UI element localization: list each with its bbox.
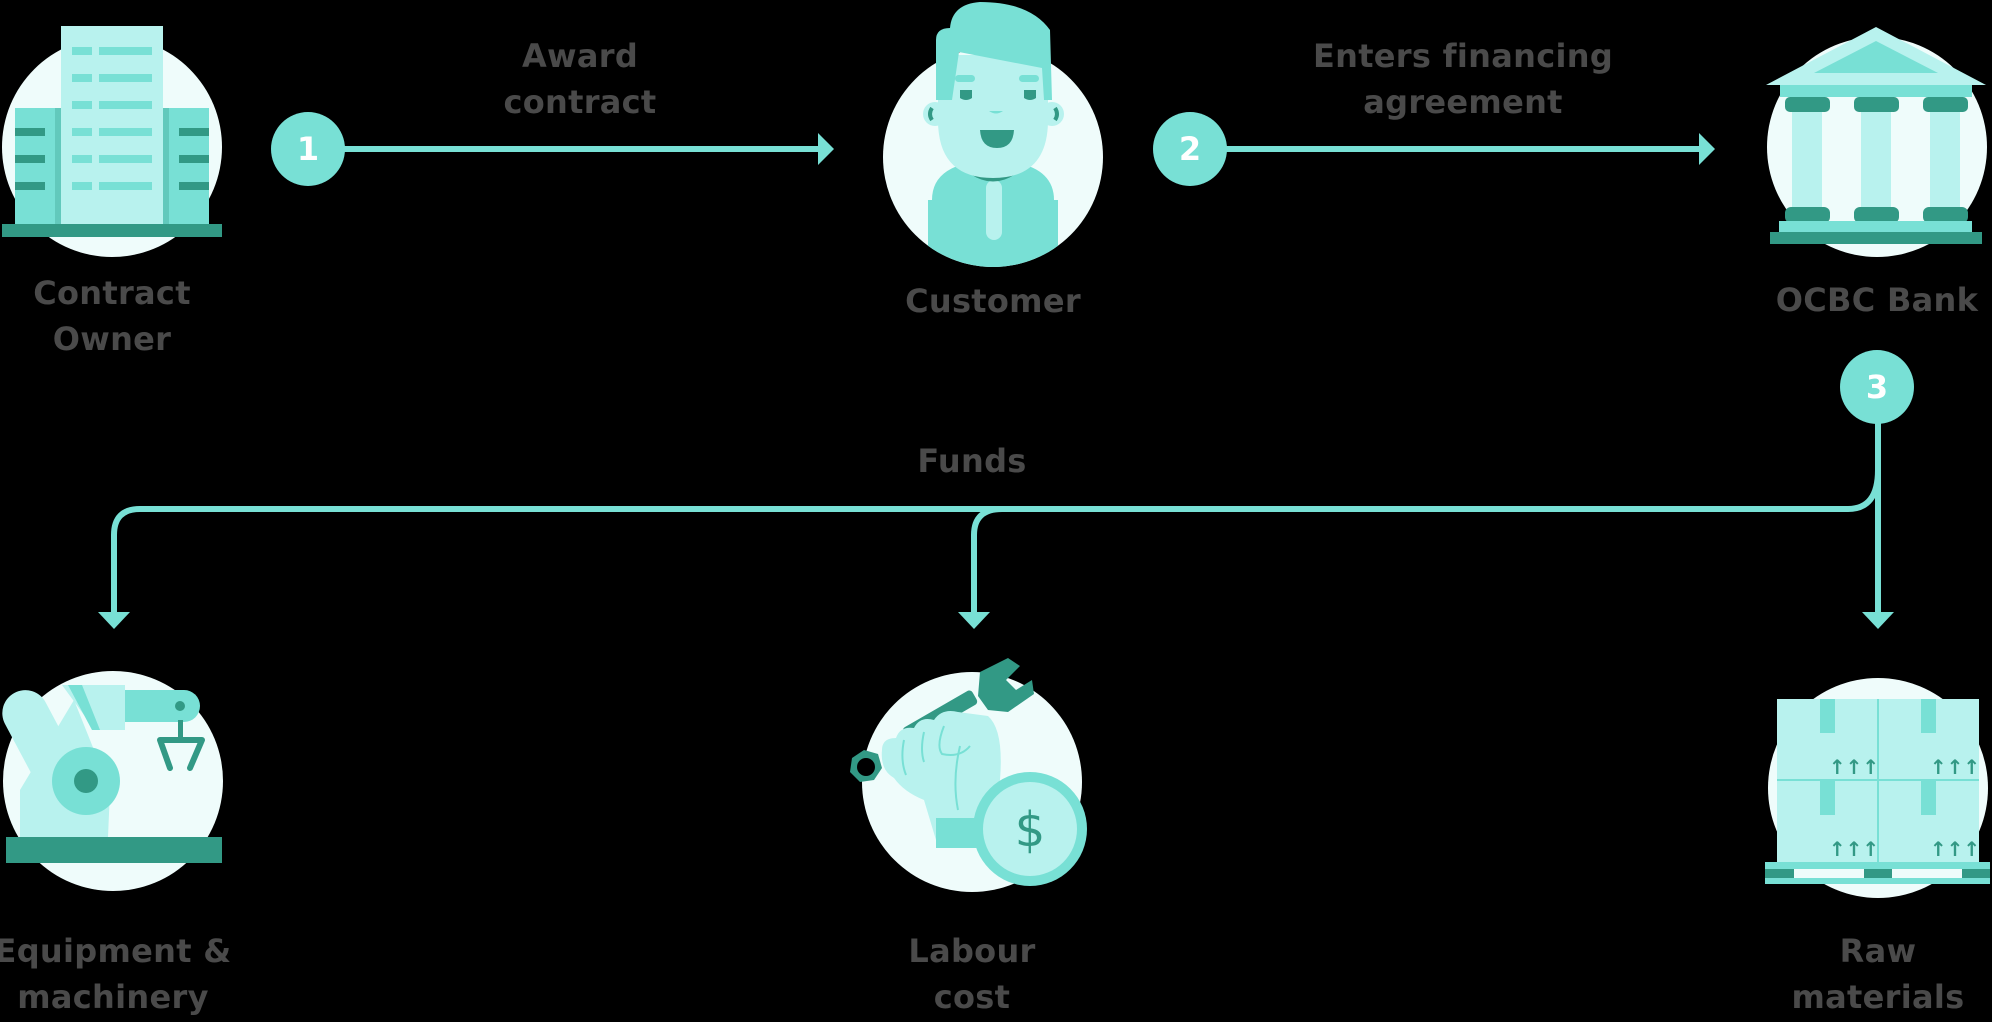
svg-text:↑↑↑: ↑↑↑ xyxy=(1930,755,1980,779)
svg-text:↑↑↑: ↑↑↑ xyxy=(1829,837,1879,861)
bank-label: OCBC Bank xyxy=(1775,281,1979,319)
customer-label: Customer xyxy=(905,282,1081,320)
raw-materials-node: ↑↑↑ ↑↑↑ ↑↑↑ ↑↑↑ xyxy=(1760,670,1992,910)
robotic-arm-icon xyxy=(2,671,223,891)
arrow-head-labour xyxy=(958,612,990,629)
customer-node xyxy=(880,0,1110,270)
step-1-label: Award contract xyxy=(503,37,657,121)
equipment-label: Equipment & machinery xyxy=(0,932,232,1016)
svg-text:↑↑↑: ↑↑↑ xyxy=(1930,837,1980,861)
labour-label: Labour cost xyxy=(908,932,1036,1016)
bank-node xyxy=(1760,20,1992,260)
labour-node: $ xyxy=(820,650,1100,900)
contract-owner-node xyxy=(0,0,230,260)
arrow-financing-agreement xyxy=(1222,133,1715,165)
person-avatar-icon xyxy=(883,2,1103,267)
arrow-head-raw-materials xyxy=(1862,612,1894,629)
step-1-badge: 1 xyxy=(271,112,345,186)
this-side-up-arrows-icon: ↑↑↑ ↑↑↑ ↑↑↑ ↑↑↑ xyxy=(1829,755,1980,861)
raw-materials-label: Raw materials xyxy=(1791,932,1965,1016)
step-3-badge: 3 xyxy=(1840,350,1914,424)
contract-owner-label: Contract Owner xyxy=(33,274,191,358)
hand-wrench-coin-icon: $ xyxy=(850,658,1087,892)
arrow-award-contract xyxy=(340,133,834,165)
office-building-icon xyxy=(2,26,222,257)
arrow-head-equipment xyxy=(98,612,130,629)
step-2-label: Enters financing agreement xyxy=(1312,37,1614,121)
bank-building-icon xyxy=(1766,27,1987,257)
svg-text:↑↑↑: ↑↑↑ xyxy=(1829,755,1879,779)
step-3-label: Funds xyxy=(917,442,1027,480)
pallet-boxes-icon: ↑↑↑ ↑↑↑ ↑↑↑ ↑↑↑ xyxy=(1765,678,1990,898)
equipment-node xyxy=(0,660,230,900)
arrow-funds-branches xyxy=(111,420,1881,612)
dollar-sign-icon: $ xyxy=(1015,802,1046,858)
step-2-badge: 2 xyxy=(1153,112,1227,186)
